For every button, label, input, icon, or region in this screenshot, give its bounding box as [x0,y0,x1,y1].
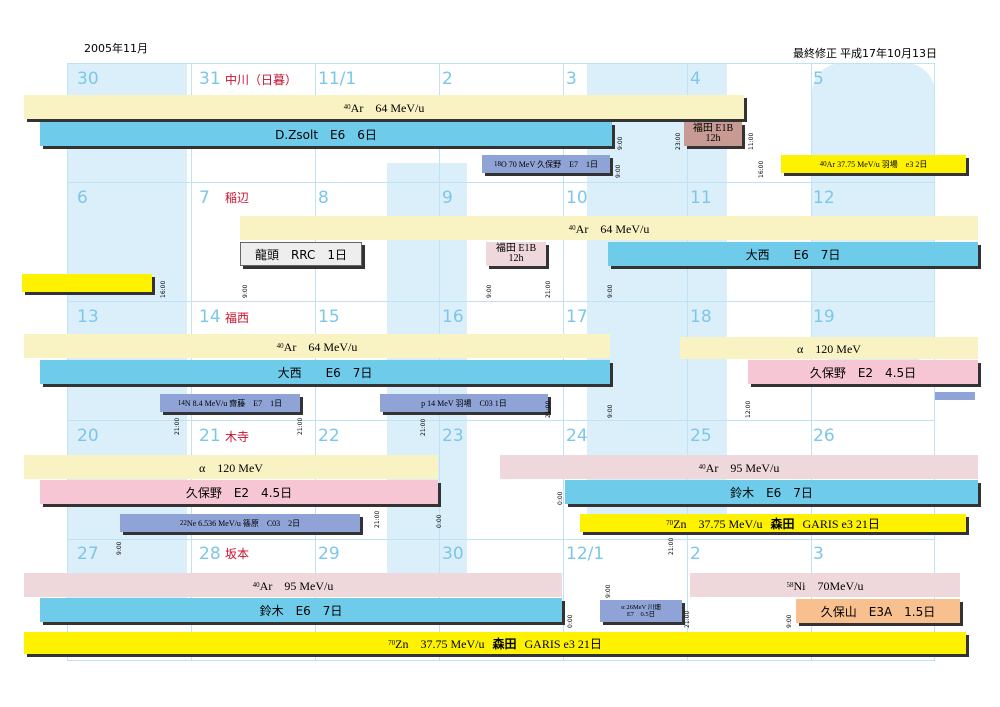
time-label: 21:00 [297,417,304,435]
day-number: 6 [77,188,88,208]
day-number: 20 [77,426,99,446]
day-number: 21 [199,426,221,446]
day-number: 11/1 [318,69,357,89]
day-number: 18 [690,307,712,327]
experiment-bar: p 14 MeV 羽場 C03 1日 [380,394,548,412]
month-title: 2005年11月 [84,42,148,55]
experiment-bar: 久保山 E3A 1.5日 [796,599,960,623]
time-label: 0:00 [436,514,443,528]
day-number: 5 [813,69,824,89]
beam-bar: α 120 MeV [680,337,978,359]
day-number: 13 [77,307,99,327]
day-number: 26 [813,426,835,446]
time-label: 16:00 [758,160,765,178]
day-number: 8 [318,188,329,208]
experiment-bar: 大西 E6 7日 [40,360,610,384]
day-number: 16 [442,307,464,327]
day-number: 28 [199,544,221,564]
day-number: 12 [813,188,835,208]
day-number: 24 [566,426,588,446]
time-label: 9:00 [486,284,493,298]
time-label: 21:00 [420,418,427,436]
time-label: 9:00 [617,136,624,150]
time-label: 21:00 [668,537,675,555]
experiment-bar: D.Zsolt E6 6日 [40,122,612,146]
day-number: 10 [566,188,588,208]
day-number: 4 [690,69,701,89]
operator-name: 木寺 [225,430,250,444]
day-number: 14 [199,307,221,327]
day-number: 25 [690,426,712,446]
time-label: 21:00 [174,417,181,435]
day-number: 30 [77,69,99,89]
experiment-bar: 久保野 E2 4.5日 [40,480,438,504]
time-label: 21:00 [374,510,381,528]
operator-name: 中川（日暮） [225,73,298,87]
day-number: 27 [77,544,99,564]
day-number: 17 [566,307,588,327]
time-label: 0:00 [557,491,564,505]
operator-name: 坂本 [225,547,250,561]
day-number: 30 [442,544,464,564]
operator-name: 福西 [225,311,250,325]
watermark-one-c [812,63,935,363]
time-label: 9:00 [605,584,612,598]
day-number: 2 [690,544,701,564]
day-number: 3 [813,544,824,564]
experiment-bar: 大西 E6 7日 [608,242,978,266]
time-label: 16:00 [160,280,167,298]
day-number: 23 [442,426,464,446]
experiment-bar: 鈴木 E6 7日 [40,598,562,622]
time-label: 9:00 [116,541,123,555]
time-label: 21:00 [545,280,552,298]
experiment-bar: 鈴木 E6 7日 [565,480,978,504]
time-label: 21:00 [684,610,691,628]
day-number: 15 [318,307,340,327]
time-label: 9:00 [242,284,249,298]
day-number: 2 [442,69,453,89]
experiment-bar: 久保野 E2 4.5日 [748,360,978,384]
day-number: 22 [318,426,340,446]
day-number: 19 [813,307,835,327]
experiment-bar: 龍頭 RRC 1日 [240,242,362,266]
time-label: 12:00 [745,400,752,418]
time-label: 9:00 [786,614,793,628]
beam-bar: α 120 MeV [24,455,438,479]
revision-date: 平成17年10月13日 [840,47,937,60]
experiment-bar [22,274,152,292]
day-number: 29 [318,544,340,564]
day-number: 3 [566,69,577,89]
time-label: 9:00 [607,404,614,418]
day-number: 11 [690,188,712,208]
day-number: 12/1 [566,544,605,564]
revision-label: 最終修正 [793,47,837,60]
operator-name: 稲辺 [225,191,250,205]
time-label: 0:00 [567,614,574,628]
experiment-bar [935,392,975,400]
time-label: 9:00 [615,164,622,178]
time-label: 9:00 [607,284,614,298]
time-label: 23:00 [675,132,682,150]
day-number: 31 [199,69,221,89]
day-number: 9 [442,188,453,208]
time-label: 11:00 [748,132,755,150]
time-label: 21:00 [545,400,552,418]
day-number: 7 [199,188,210,208]
